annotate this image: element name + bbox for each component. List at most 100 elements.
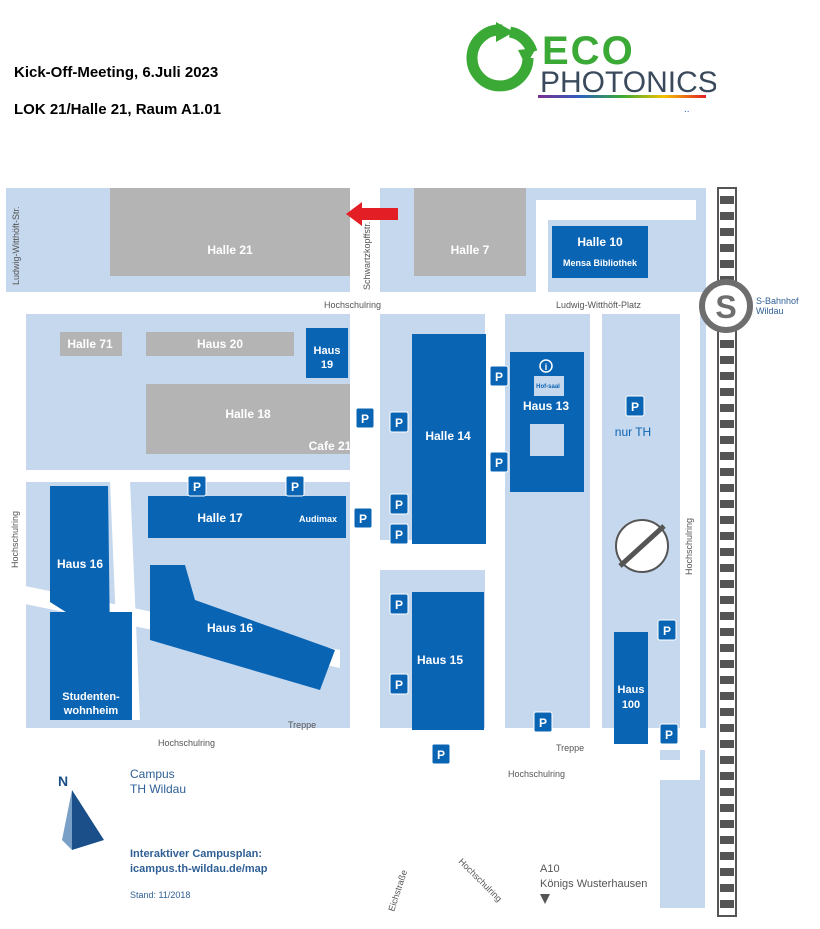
label-nurth: nur TH <box>615 425 651 439</box>
building-studentenwohnheim <box>50 612 132 720</box>
svg-text:P: P <box>193 480 201 494</box>
parking-icon: P <box>489 365 509 387</box>
street-treppe2: Treppe <box>556 743 584 753</box>
info-icon: i <box>539 359 553 373</box>
roads <box>6 188 706 920</box>
label-stud-b: wohnheim <box>63 705 119 717</box>
legend-stand: Stand: 11/2018 <box>130 890 190 900</box>
target-arrow-icon <box>346 202 398 226</box>
svg-text:P: P <box>631 400 639 414</box>
label-halle7: Halle 7 <box>451 243 490 257</box>
logo-rainbow-bar <box>538 95 706 98</box>
svg-text:P: P <box>359 512 367 526</box>
svg-text:P: P <box>395 498 403 512</box>
svg-text:i: i <box>545 362 548 372</box>
parking-signs: P P P P P P P P P P P P P P P P <box>187 365 679 765</box>
parking-icon: P <box>431 743 451 765</box>
svg-text:P: P <box>539 716 547 730</box>
svg-text:P: P <box>361 412 369 426</box>
building-haus100 <box>614 632 648 744</box>
label-stud-a: Studenten- <box>62 691 120 703</box>
building-haus16a <box>50 486 110 640</box>
label-haus16b: Haus 16 <box>207 621 253 635</box>
building-halle71 <box>60 332 122 356</box>
street-treppe1: Treppe <box>288 720 316 730</box>
logo-dots: .. <box>684 104 690 114</box>
building-halle21 <box>110 188 350 276</box>
svg-text:P: P <box>395 528 403 542</box>
parking-icon: P <box>389 493 409 515</box>
label-haus13: Haus 13 <box>523 399 569 413</box>
label-haus19-a: Haus <box>314 345 341 357</box>
parking-icon: P <box>389 411 409 433</box>
parking-icon: P <box>187 475 207 497</box>
street-hochschulring-top: Hochschulring <box>324 300 381 310</box>
street-schwartz: Schwartzkopffstr. <box>362 222 372 290</box>
svg-text:P: P <box>665 728 673 742</box>
parking-icon: P <box>489 451 509 473</box>
meeting-location: LOK 21/Halle 21, Raum A1.01 <box>14 101 222 118</box>
campus-map: S S-Bahnhof Wildau Halle 21 Halle 7 Hall… <box>6 187 799 920</box>
street-hochschulring-left: Hochschulring <box>10 511 20 568</box>
label-audimax: Audimax <box>299 514 337 524</box>
building-halle14 <box>412 334 486 544</box>
svg-text:P: P <box>395 598 403 612</box>
svg-text:P: P <box>395 678 403 692</box>
label-halle10: Halle 10 <box>577 235 623 249</box>
building-halle17 <box>148 496 346 538</box>
parking-icon: P <box>389 673 409 695</box>
svg-text:P: P <box>395 416 403 430</box>
legend-interactive: Interaktiver Campusplan: <box>130 848 262 860</box>
street-ludwig-platz: Ludwig-Witthöft-Platz <box>556 300 642 310</box>
station-line1: S-Bahnhof <box>756 296 799 306</box>
label-haus100-a: Haus <box>618 684 645 696</box>
parking-icon: P <box>659 723 679 745</box>
s-bahn-icon: S <box>699 279 753 333</box>
building-haus20 <box>146 332 294 356</box>
logo-eco: ECO <box>542 29 635 73</box>
label-haus100-b: 100 <box>622 699 640 711</box>
parking-icon: P <box>389 523 409 545</box>
recycle-icon <box>466 22 538 92</box>
building-halle7 <box>414 188 526 276</box>
svg-text:P: P <box>437 748 445 762</box>
legend-th: TH Wildau <box>130 782 186 796</box>
meeting-title: Kick-Off-Meeting, 6.Juli 2023 <box>14 64 219 81</box>
label-haus16a: Haus 16 <box>57 557 103 571</box>
label-halle71: Halle 71 <box>67 337 113 351</box>
svg-text:P: P <box>495 456 503 470</box>
legend-campus: Campus <box>130 767 175 781</box>
svg-text:N: N <box>58 773 68 789</box>
svg-text:P: P <box>291 480 299 494</box>
label-hof: Hof-saal <box>536 384 560 390</box>
parking-icon: P <box>625 395 645 417</box>
label-mensa: Mensa Bibliothek <box>563 258 638 268</box>
street-ludwig-v: Ludwig-Witthöft-Str. <box>11 206 21 285</box>
street-hochschulring-right: Hochschulring <box>684 518 694 575</box>
building-haus13 <box>510 352 584 492</box>
building-haus19 <box>306 328 348 378</box>
building-haus15 <box>412 592 484 730</box>
building-halle10 <box>552 226 648 278</box>
eco-photonics-logo: ECO PHOTONICS .. <box>466 22 716 114</box>
parking-icon: P <box>657 619 677 641</box>
label-haus20: Haus 20 <box>197 337 243 351</box>
parking-icon: P <box>355 407 375 429</box>
south-arrow-icon <box>540 894 550 904</box>
label-halle18: Halle 18 <box>225 407 271 421</box>
svg-text:P: P <box>495 370 503 384</box>
label-cafe21: Cafe 21 <box>309 439 352 453</box>
building-halle18 <box>146 384 350 454</box>
sports-field-icon <box>615 519 669 573</box>
label-halle14: Halle 14 <box>425 429 471 443</box>
label-halle21: Halle 21 <box>207 243 253 257</box>
a10-line2: Königs Wusterhausen <box>540 878 647 890</box>
svg-text:P: P <box>663 624 671 638</box>
parking-icon: P <box>353 507 373 529</box>
parking-icon: P <box>285 475 305 497</box>
building-haus16b <box>150 565 335 690</box>
svg-text:S: S <box>715 289 736 325</box>
a10-line1: A10 <box>540 863 560 875</box>
station-line2: Wildau <box>756 306 784 316</box>
parking-icon: P <box>533 711 553 733</box>
